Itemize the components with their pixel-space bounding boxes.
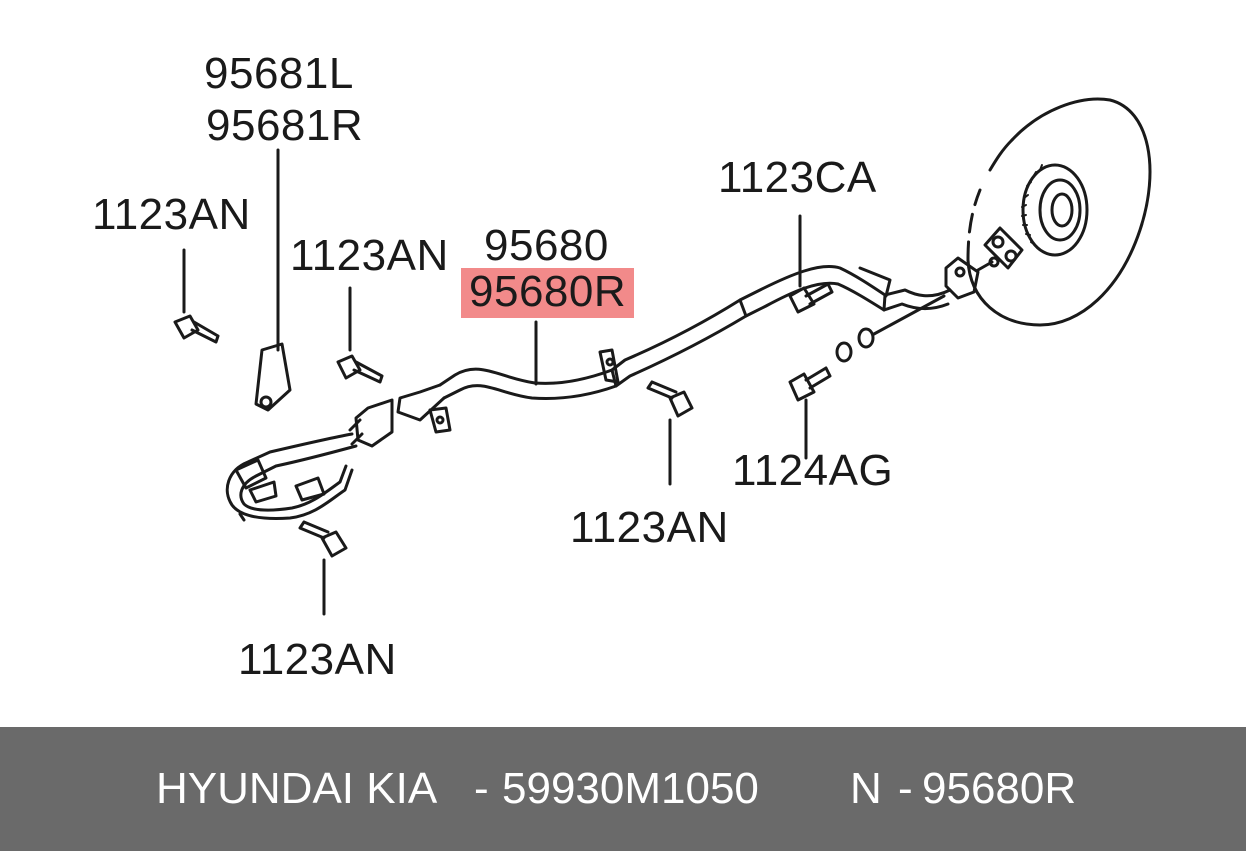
wheel-speed-sensor xyxy=(944,256,1000,300)
callout-1123an-upper-mid[interactable]: 1123AN xyxy=(290,231,449,280)
callout-1123ca[interactable]: 1123CA xyxy=(718,153,877,202)
footer-separator: - xyxy=(474,764,489,813)
bracket-part xyxy=(254,148,292,412)
bolt-lower-mid xyxy=(646,380,694,486)
footer-diagram-number: 95680R xyxy=(922,764,1077,813)
bolt-top-right xyxy=(788,214,834,314)
tone-ring xyxy=(1021,163,1089,257)
callout-95681l[interactable]: 95681L xyxy=(204,49,354,98)
bolt-upper-left xyxy=(173,248,220,344)
bolt-lower-right xyxy=(788,294,946,460)
bolt-upper-mid xyxy=(336,286,384,384)
sensor-cable xyxy=(225,265,952,522)
brake-disc xyxy=(966,97,1152,327)
callout-95681r[interactable]: 95681R xyxy=(206,101,364,150)
callout-95680[interactable]: 95680 xyxy=(484,221,609,270)
footer-oem-number: 59930M1050 xyxy=(502,764,759,813)
footer-bar: HYUNDAI KIA - 59930M1050 N - 95680R xyxy=(0,727,1246,851)
diagram-drawing xyxy=(173,97,1152,616)
callout-1123an-lower-mid[interactable]: 1123AN xyxy=(570,503,729,552)
footer-brand: HYUNDAI KIA xyxy=(156,764,438,813)
callout-1123an-bottom[interactable]: 1123AN xyxy=(238,635,397,684)
bolt-bottom xyxy=(298,520,348,616)
parts-diagram: 95681L 95681R 1123AN 1123AN 95680 95680R… xyxy=(92,49,1152,684)
callout-1123an-upper-left[interactable]: 1123AN xyxy=(92,190,251,239)
footer-n-label: N xyxy=(850,764,882,813)
callout-1124ag[interactable]: 1124AG xyxy=(732,446,894,495)
footer-separator: - xyxy=(898,764,913,813)
mounting-plate xyxy=(983,226,1024,270)
callout-95680r-selected[interactable]: 95680R xyxy=(461,268,635,318)
